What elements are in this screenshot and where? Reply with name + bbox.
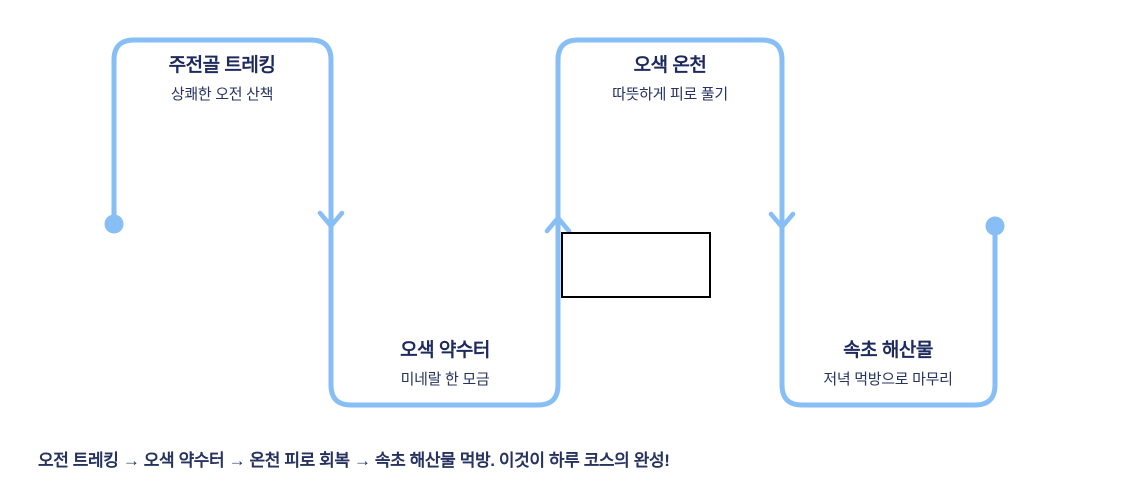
- stop-subtitle: 상쾌한 오전 산책: [170, 86, 274, 103]
- stop-title: 오색 약수터: [400, 340, 490, 361]
- stop-osaek-mineral-spring: 오색 약수터 미네랄 한 모금: [400, 339, 490, 389]
- placeholder-box: [561, 232, 711, 298]
- stop-title: 속초 해산물: [843, 340, 933, 361]
- stop-jujeongol-trekking: 주전골 트레킹 상쾌한 오전 산책: [169, 54, 276, 104]
- stop-title: 주전골 트레킹: [168, 55, 276, 76]
- stop-sokcho-seafood: 속초 해산물 저녁 먹방으로 마무리: [823, 339, 953, 389]
- stop-subtitle: 미네랄 한 모금: [400, 371, 490, 388]
- route-line: [111, 37, 998, 408]
- arrow-up-icon: [544, 215, 572, 234]
- summary-text: 오전 트레킹 → 오색 약수터 → 온천 피로 회복 → 속초 해산물 먹방. …: [38, 451, 670, 470]
- arrow-down-icon: [317, 210, 345, 229]
- arrow-down-icon: [768, 211, 796, 230]
- stop-subtitle: 따뜻하게 피로 풀기: [612, 86, 728, 103]
- end-dot: [985, 216, 1005, 236]
- stop-osaek-hot-spring: 오색 온천 따뜻하게 피로 풀기: [612, 54, 728, 104]
- stop-title: 오색 온천: [633, 55, 707, 76]
- stop-subtitle: 저녁 먹방으로 마무리: [823, 371, 953, 388]
- start-dot: [104, 214, 124, 234]
